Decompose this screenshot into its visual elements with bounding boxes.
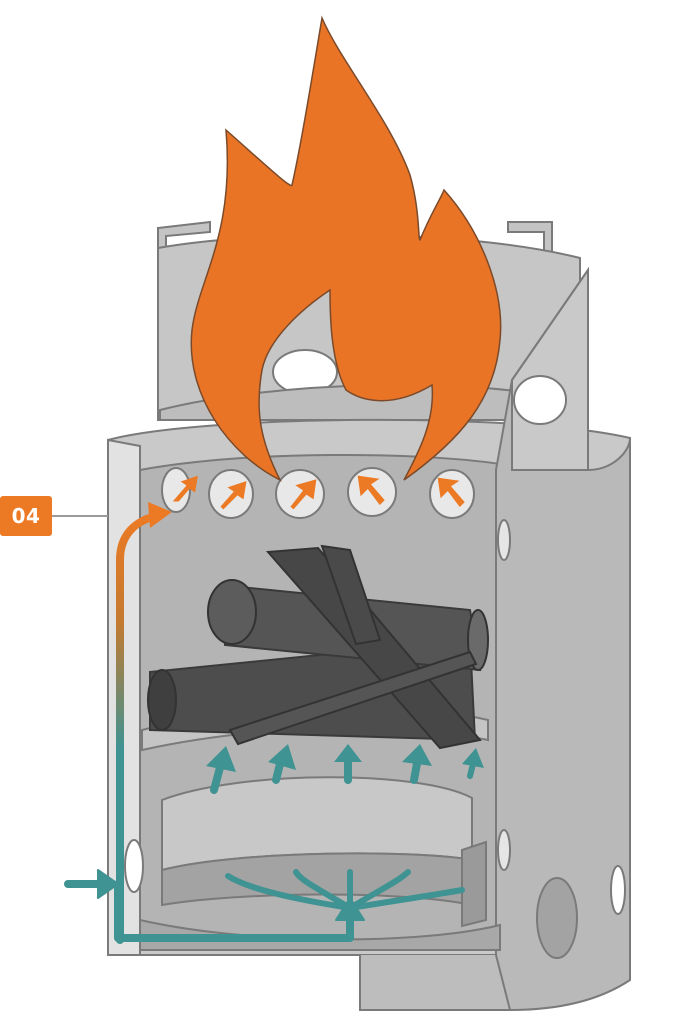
log-icon (147, 544, 489, 750)
step-badge: 04 (0, 496, 52, 536)
airflow-arrow-icon (172, 475, 465, 510)
vent-hole-icon (513, 375, 567, 425)
vent-hole-icon (536, 877, 578, 959)
vent-hole-icon (124, 839, 144, 893)
flame-icon (190, 15, 502, 482)
secondary-airflow-arrow (116, 502, 172, 944)
